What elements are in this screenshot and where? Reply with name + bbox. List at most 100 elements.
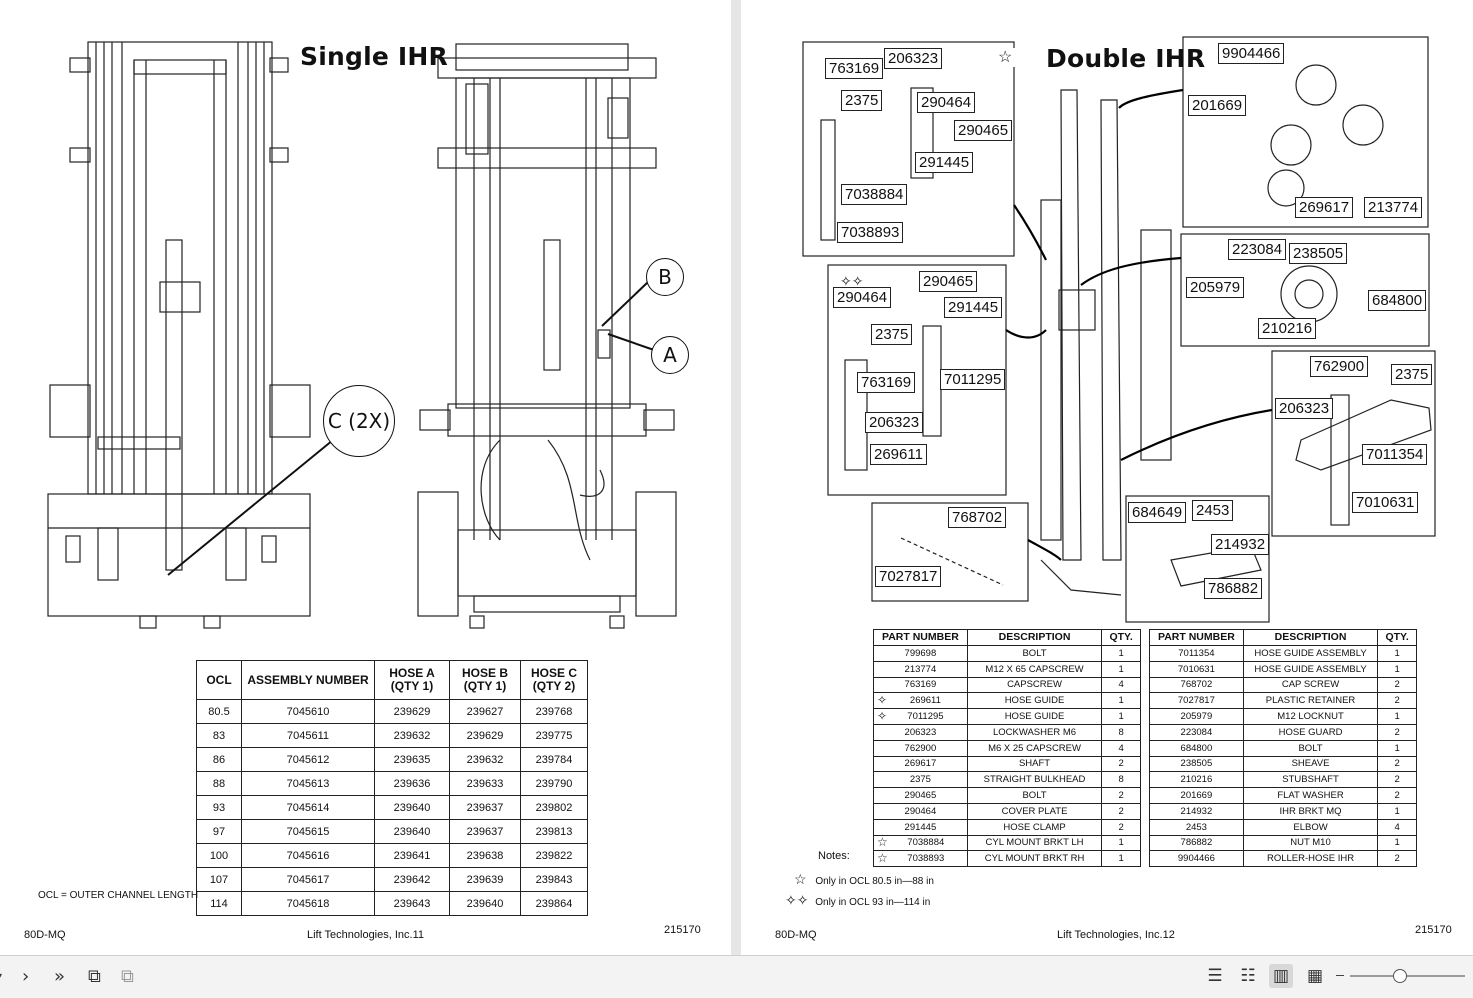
table-cell: 80.5 — [196, 699, 242, 724]
table-cell: 7045614 — [241, 795, 375, 820]
table-cell: 239802 — [520, 795, 588, 820]
two-page-view-icon[interactable]: ▥ — [1269, 964, 1293, 988]
part-number-cell: 768702 — [1149, 676, 1244, 694]
qty-cell: 2 — [1101, 818, 1141, 836]
callout-b: B — [646, 258, 684, 296]
grid-view-icon[interactable]: ▦ — [1306, 966, 1324, 986]
label-7038884: 7038884 — [841, 184, 908, 205]
table-cell: 239775 — [520, 723, 588, 748]
note-1: ☆ Only in OCL 80.5 in—88 in — [794, 871, 934, 888]
zoom-slider-handle[interactable] — [1393, 969, 1407, 983]
star-marker-icon: ☆ — [995, 48, 1016, 67]
label-768702: 768702 — [948, 507, 1007, 528]
label-213774: 213774 — [1364, 197, 1423, 218]
part-number: 269611 — [909, 695, 941, 707]
table-cell: 239864 — [520, 891, 588, 916]
description-cell: HOSE GUARD — [1242, 723, 1379, 741]
part-number-cell: 684800 — [1149, 739, 1244, 757]
description-cell: M6 X 25 CAPSCREW — [966, 739, 1103, 757]
part-number: 291445 — [904, 821, 937, 833]
table-cell: 239640 — [449, 891, 521, 916]
single-page-view-icon[interactable]: ☰ — [1207, 966, 1223, 986]
description-cell: BOLT — [966, 787, 1103, 804]
qty-cell: 2 — [1377, 850, 1417, 868]
zoom-slider-track[interactable] — [1350, 975, 1465, 977]
label-7011354: 7011354 — [1362, 444, 1428, 465]
rotate-icon[interactable]: ⧉ — [88, 966, 101, 987]
part-number: 799698 — [904, 647, 937, 659]
description-cell: CAPSCREW — [966, 676, 1103, 694]
last-page-icon[interactable]: » — [54, 966, 66, 987]
part-number-cell: 205979 — [1149, 708, 1244, 725]
label-box3-763169: 763169 — [857, 372, 916, 393]
description-cell: M12 LOCKNUT — [1242, 708, 1379, 725]
part-number-header: PART NUMBER — [873, 629, 968, 646]
table-cell: 239638 — [449, 843, 521, 868]
description-cell: BOLT — [966, 645, 1103, 662]
description-cell: BOLT — [1242, 739, 1379, 757]
label-201669: 201669 — [1188, 95, 1247, 116]
qty-cell: 1 — [1377, 834, 1417, 852]
description-cell: COVER PLATE — [966, 802, 1103, 820]
table-cell: 239642 — [374, 867, 450, 892]
part-mark-icon: ☆ — [877, 835, 888, 850]
part-number-cell: 7010631 — [1149, 660, 1244, 678]
description-cell: SHAFT — [966, 755, 1103, 773]
label-269611: 269611 — [870, 444, 927, 465]
qty-cell: 2 — [1377, 723, 1417, 741]
hose-a-header: HOSE A (QTY 1) — [374, 660, 450, 700]
table-cell: 86 — [196, 747, 242, 772]
part-number-cell: 206323 — [873, 723, 968, 741]
table-cell: 7045613 — [241, 771, 375, 796]
qty-cell: 2 — [1101, 755, 1141, 773]
rotate-alt-icon[interactable]: ⧉ — [121, 966, 134, 987]
table-cell: 239639 — [449, 867, 521, 892]
qty-cell: 1 — [1101, 834, 1141, 852]
part-number-cell: 7027817 — [1149, 692, 1244, 710]
description-cell: HOSE GUIDE ASSEMBLY — [1242, 645, 1379, 662]
part-number: 206323 — [904, 726, 937, 738]
qty-cell: 2 — [1101, 787, 1141, 804]
assembly-header: ASSEMBLY NUMBER — [241, 660, 375, 700]
part-mark-icon: ✧ — [877, 709, 888, 724]
next-page-icon[interactable]: › — [22, 966, 30, 987]
part-number-cell: 2375 — [873, 771, 968, 789]
double-ihr-title: Double IHR — [1046, 44, 1206, 73]
table-cell: 239768 — [520, 699, 588, 724]
label-box3-291445: 291445 — [944, 297, 1003, 318]
description-header-2: DESCRIPTION — [1242, 629, 1379, 646]
continuous-view-icon[interactable]: ☷ — [1240, 966, 1256, 986]
dropdown-icon[interactable]: ▾ — [0, 969, 2, 983]
label-205979: 205979 — [1186, 277, 1245, 298]
part-number-cell: ☆7038893 — [873, 850, 968, 868]
part-number-cell: 7011354 — [1149, 645, 1244, 662]
note-star-icon: ☆ — [794, 871, 807, 887]
zoom-out-icon[interactable] — [1336, 975, 1344, 976]
label-210216: 210216 — [1258, 318, 1317, 339]
part-number-cell: 223084 — [1149, 723, 1244, 741]
part-number: 7038884 — [907, 837, 945, 849]
description-cell: HOSE CLAMP — [966, 818, 1103, 836]
label-238505: 238505 — [1289, 243, 1348, 264]
description-cell: M12 X 65 CAPSCREW — [966, 660, 1103, 678]
part-number-cell: 2453 — [1149, 818, 1244, 836]
ocl-table: OCL ASSEMBLY NUMBER HOSE A (QTY 1) HOSE … — [196, 660, 588, 916]
label-7038893: 7038893 — [837, 222, 904, 243]
footer-docnum-left: 215170 — [664, 924, 701, 936]
part-number: 2375 — [909, 774, 931, 786]
